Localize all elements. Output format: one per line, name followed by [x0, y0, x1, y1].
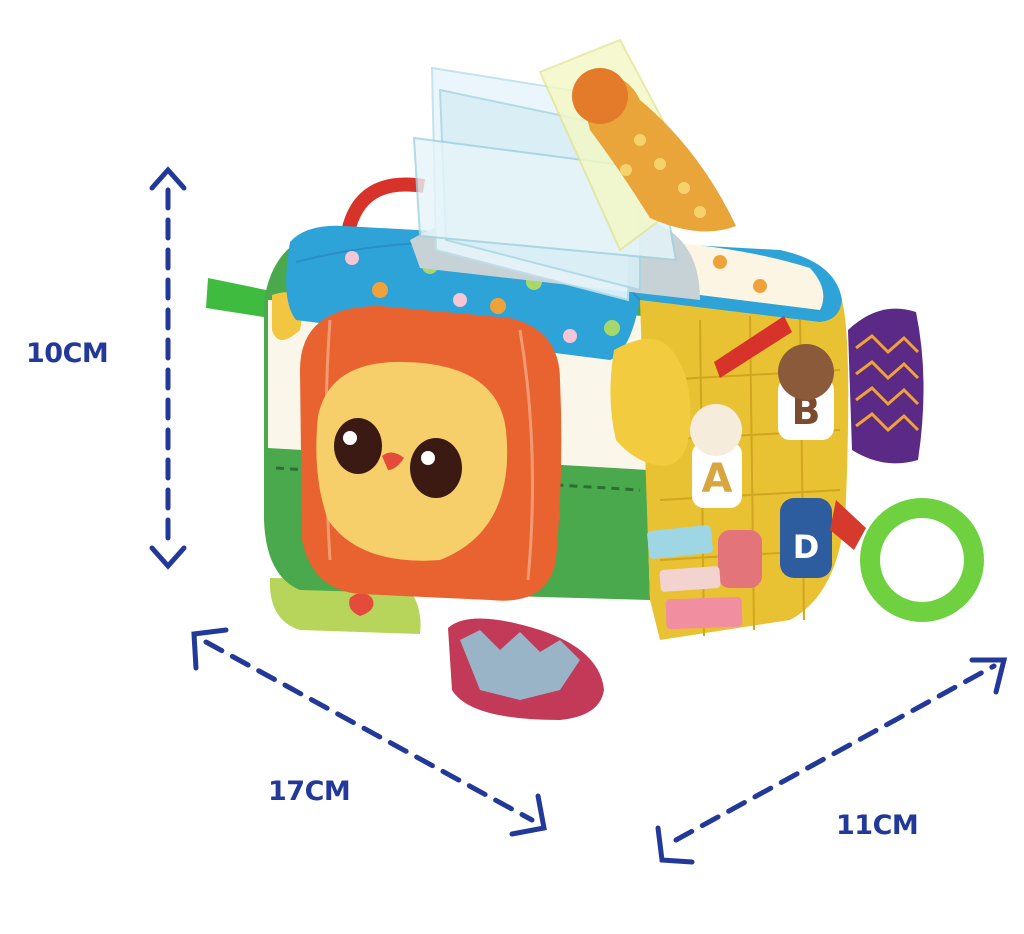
lion-face — [300, 306, 562, 601]
height-label: 10CM — [26, 338, 109, 369]
width-arrow — [655, 657, 1008, 865]
toy-box: A B D — [206, 38, 984, 720]
svg-text:A: A — [702, 456, 733, 502]
length-label: 17CM — [268, 776, 351, 807]
length-arrow — [191, 627, 547, 837]
height-arrow — [149, 166, 187, 570]
svg-text:D: D — [793, 528, 820, 566]
width-label: 11CM — [836, 810, 919, 841]
